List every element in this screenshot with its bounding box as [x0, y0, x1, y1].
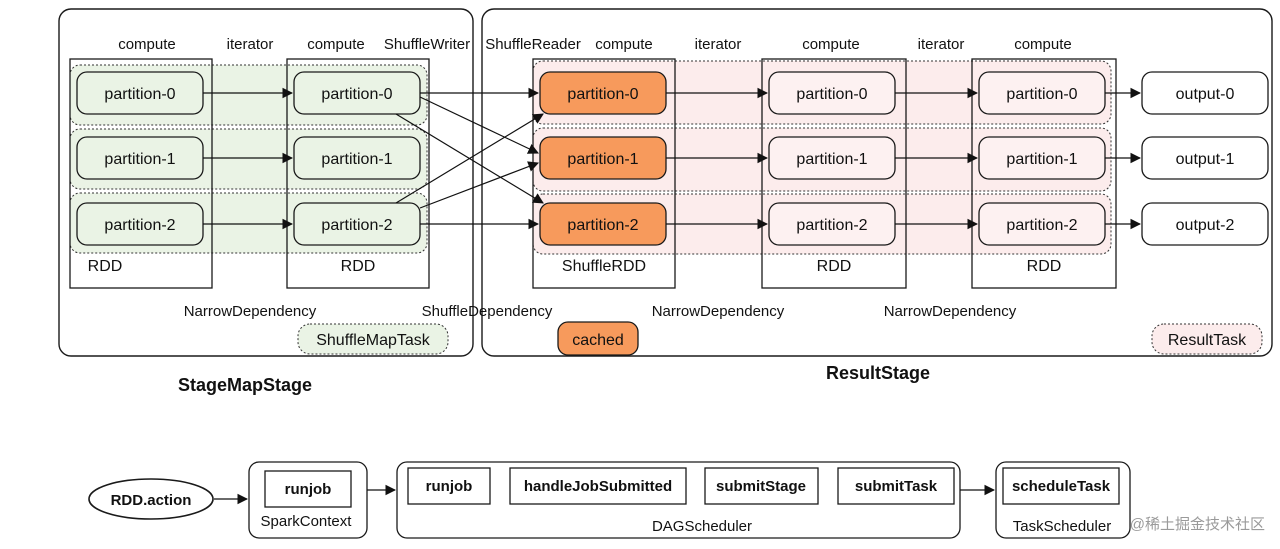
partition-label: partition-2 — [321, 217, 392, 234]
svg-text:cached: cached — [572, 332, 624, 349]
schedule-task-label: scheduleTask — [1012, 478, 1111, 495]
partition-label: partition-0 — [1006, 86, 1077, 103]
rdd-action-node — [88, 478, 214, 520]
output-label: output-2 — [1176, 217, 1235, 234]
shuffle-map-task-badge: ShuffleMapTask — [297, 323, 449, 355]
submit-stage-label: submitStage — [716, 478, 806, 495]
schedule-task-box — [1002, 467, 1120, 505]
compute-label: compute — [1014, 36, 1072, 53]
result-task-badge: ResultTask — [1151, 323, 1263, 355]
partition-label: partition-2 — [1006, 217, 1077, 234]
shuffle-dependency-label: ShuffleDependency — [422, 303, 553, 320]
stage-map-stage-box — [58, 8, 474, 357]
partition-label: partition-2 — [567, 217, 638, 234]
iterator-label: iterator — [227, 36, 274, 53]
dependency-labels: NarrowDependency ShuffleDependency Narro… — [184, 303, 1017, 320]
rdd-label: RDD — [88, 258, 123, 275]
shuffle-rdd-partitions: partition-0 partition-1 partition-2 — [539, 71, 667, 246]
rdd-label: RDD — [341, 258, 376, 275]
rdd-4-partitions: partition-0 partition-1 partition-2 — [978, 71, 1106, 246]
compute-label: compute — [307, 36, 365, 53]
task-scheduler-label: TaskScheduler — [1013, 518, 1111, 535]
stage-map-stage-title: StageMapStage — [178, 375, 312, 395]
dependency-arrows — [203, 87, 1142, 230]
iterator-label: iterator — [695, 36, 742, 53]
output-label: output-0 — [1176, 86, 1235, 103]
rdd-name-labels: RDD RDD ShuffleRDD RDD RDD — [88, 258, 1062, 275]
iterator-label: iterator — [918, 36, 965, 53]
rdd-2-partitions: partition-0 partition-1 partition-2 — [293, 71, 421, 246]
submit-stage-box — [704, 467, 819, 505]
dag-runjob-label: runjob — [426, 478, 473, 495]
svg-text:ResultTask: ResultTask — [1168, 332, 1247, 349]
result-stage-box — [481, 8, 1273, 357]
runjob-box — [264, 470, 352, 508]
partition-label: partition-1 — [104, 151, 175, 168]
handle-job-submitted-label: handleJobSubmitted — [524, 478, 672, 495]
handle-job-submitted-box — [509, 467, 687, 505]
rdd-2-box — [286, 58, 430, 289]
cached-badge: cached — [557, 321, 639, 356]
partition-label: partition-2 — [796, 217, 867, 234]
rdd-label: RDD — [817, 258, 852, 275]
output-box — [1141, 136, 1269, 180]
rdd-3-partitions: partition-0 partition-1 partition-2 — [768, 71, 896, 246]
output-label: output-1 — [1176, 151, 1235, 168]
shuffle-writer-label: ShuffleWriter — [384, 36, 470, 53]
runjob-label: runjob — [285, 481, 332, 498]
narrow-dependency-label: NarrowDependency — [884, 303, 1017, 320]
rdd-action-label: RDD.action — [111, 492, 192, 509]
task-scheduler-box — [995, 461, 1131, 539]
watermark: @稀土掘金技术社区 — [1130, 516, 1265, 533]
partition-label: partition-0 — [104, 86, 175, 103]
partition-label: partition-0 — [321, 86, 392, 103]
outputs: output-0 output-1 output-2 — [1141, 71, 1269, 246]
submit-task-box — [837, 467, 955, 505]
spark-context-box — [248, 461, 368, 539]
partition-box — [293, 136, 421, 180]
submit-task-label: submitTask — [855, 478, 938, 495]
output-box — [1141, 71, 1269, 115]
compute-label: compute — [802, 36, 860, 53]
result-stage-title: ResultStage — [826, 363, 930, 383]
dag-scheduler-box — [396, 461, 961, 539]
rdd-boxes — [69, 58, 1117, 289]
compute-label: compute — [118, 36, 176, 53]
svg-text:ShuffleMapTask: ShuffleMapTask — [316, 332, 431, 349]
rdd-3-box — [761, 58, 907, 289]
top-labels: compute iterator compute ShuffleWriter S… — [118, 36, 1072, 53]
rdd-4-box — [971, 58, 1117, 289]
narrow-dependency-label: NarrowDependency — [184, 303, 317, 320]
partition-label: partition-1 — [1006, 151, 1077, 168]
partition-label: partition-0 — [796, 86, 867, 103]
rdd-label: RDD — [1027, 258, 1062, 275]
job-flow: RDD.action runjob SparkContext runjob ha… — [88, 461, 1131, 539]
partition-label: partition-1 — [796, 151, 867, 168]
rdd-1-box — [69, 58, 213, 289]
spark-context-label: SparkContext — [261, 513, 353, 530]
output-box — [1141, 202, 1269, 246]
compute-label: compute — [595, 36, 653, 53]
partition-label: partition-2 — [104, 217, 175, 234]
narrow-dependency-label: NarrowDependency — [652, 303, 785, 320]
shuffle-rdd-box — [532, 58, 676, 289]
rdd-1-partitions: partition-0 partition-1 partition-2 — [76, 71, 204, 246]
shuffle-rdd-label: ShuffleRDD — [562, 258, 646, 275]
dag-scheduler-label: DAGScheduler — [652, 518, 752, 535]
dag-runjob-box — [407, 467, 491, 505]
shuffle-reader-label: ShuffleReader — [485, 36, 581, 53]
partition-label: partition-1 — [321, 151, 392, 168]
partition-label: partition-1 — [567, 151, 638, 168]
partition-label: partition-0 — [567, 86, 638, 103]
